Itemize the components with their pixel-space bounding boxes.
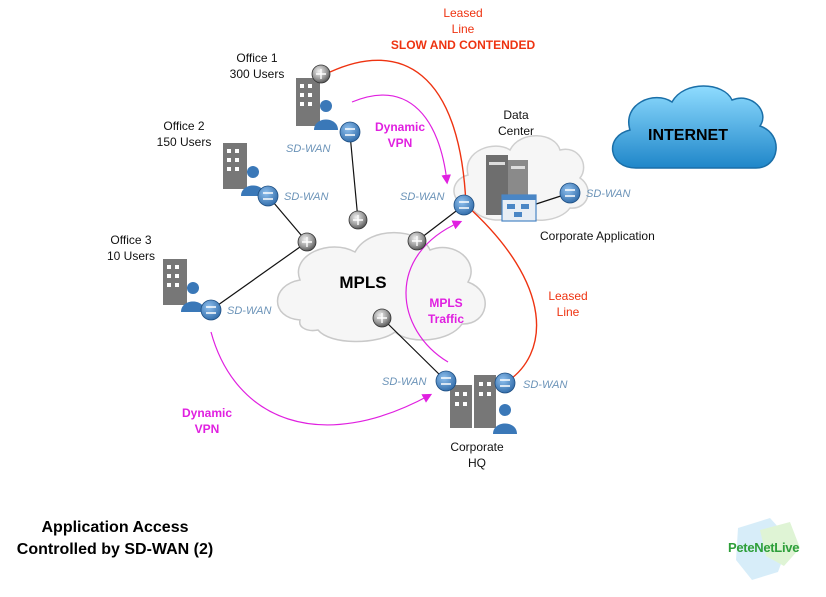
office2-sdwan-label: SD-WAN (284, 191, 328, 203)
dynamic-vpn-bottom-label-line1: Dynamic (182, 406, 232, 420)
office1-name: Office 1 (236, 51, 277, 65)
office2-sdwan-icon (257, 185, 279, 207)
office1-users: 300 Users (230, 67, 285, 81)
diagram-caption: Application Access Controlled by SD-WAN … (0, 517, 230, 561)
hq-sdwan-left-icon (435, 370, 457, 392)
hq-sdwan-left-label: SD-WAN (382, 376, 426, 388)
mpls-traffic-label-line2: Traffic (428, 312, 464, 326)
hq-user-icon (493, 404, 517, 434)
vpn-office1-datacenter (351, 94, 451, 185)
dynamic-vpn-bottom-label-line2: VPN (195, 422, 220, 436)
office3-building-icon (163, 259, 187, 305)
internet-cloud (612, 85, 777, 169)
office3-sdwan-icon (200, 299, 222, 321)
internet-sdwan-icon (559, 182, 581, 204)
data-center-label-line1: Data (503, 108, 529, 122)
office1-sdwan-label: SD-WAN (286, 143, 330, 155)
mpls-router-office1-icon (348, 210, 368, 230)
office2-building-icon (223, 143, 247, 189)
leased-line-top-note: SLOW AND CONTENDED (391, 38, 536, 52)
petenetlive-logo: PeteNetLive (728, 540, 800, 555)
link-office1-mpls (349, 133, 359, 221)
corporate-hq-label-line2: HQ (468, 456, 486, 470)
internet-sdwan-label: SD-WAN (586, 188, 630, 200)
office1-router-icon (311, 64, 331, 84)
leased-line-datacenter-hq (465, 204, 538, 384)
leased-line-right-label-line1: Leased (548, 289, 587, 303)
mpls-traffic-label-line1: MPLS (429, 296, 462, 310)
dynamic-vpn-top-label-line2: VPN (388, 136, 413, 150)
hq-sdwan-right-icon (494, 372, 516, 394)
leased-line-top-label-line1: Leased (443, 6, 482, 20)
leased-lines (329, 59, 538, 384)
datacenter-sdwan-icon (453, 194, 475, 216)
office3-user-icon (181, 282, 205, 312)
caption-line2: Controlled by SD-WAN (2) (16, 541, 214, 558)
office1-building-icon (296, 78, 320, 126)
corporate-hq-label-line1: Corporate (450, 440, 504, 454)
data-center-label-line2: Center (498, 124, 534, 138)
mpls-router-office2-icon (297, 232, 317, 252)
leased-line-office1-datacenter (329, 59, 467, 206)
logo-graphic (736, 518, 800, 580)
office2-users: 150 Users (157, 135, 212, 149)
mpls-router-hq-icon (372, 308, 392, 328)
hq-building-icon (450, 375, 496, 428)
office2-name: Office 2 (163, 119, 204, 133)
vpn-paths (210, 94, 463, 426)
office3-name: Office 3 (110, 233, 151, 247)
link-office3-mpls (210, 241, 308, 311)
leased-line-right-label-line2: Line (557, 305, 580, 319)
office1-sdwan-icon (339, 121, 361, 143)
hq-sdwan-right-label: SD-WAN (523, 379, 567, 391)
link-mpls-hq (381, 317, 447, 382)
caption-line1: Application Access (41, 519, 189, 536)
internet-label: INTERNET (648, 127, 728, 144)
mpls-cloud (276, 231, 486, 343)
office1-user-icon (314, 100, 338, 130)
mpls-traffic-path (405, 220, 463, 363)
mpls-router-datacenter-icon (407, 231, 427, 251)
vpn-office3-hq (210, 331, 433, 426)
office3-users: 10 Users (107, 249, 155, 263)
corporate-application-label: Corporate Application (540, 229, 655, 243)
dynamic-vpn-top-label-line1: Dynamic (375, 120, 425, 134)
office3-sdwan-label: SD-WAN (227, 305, 271, 317)
leased-line-top-label-line2: Line (452, 22, 475, 36)
datacenter-sdwan-label: SD-WAN (400, 191, 444, 203)
mpls-label: MPLS (339, 273, 386, 292)
corporate-application-icon (501, 194, 537, 222)
